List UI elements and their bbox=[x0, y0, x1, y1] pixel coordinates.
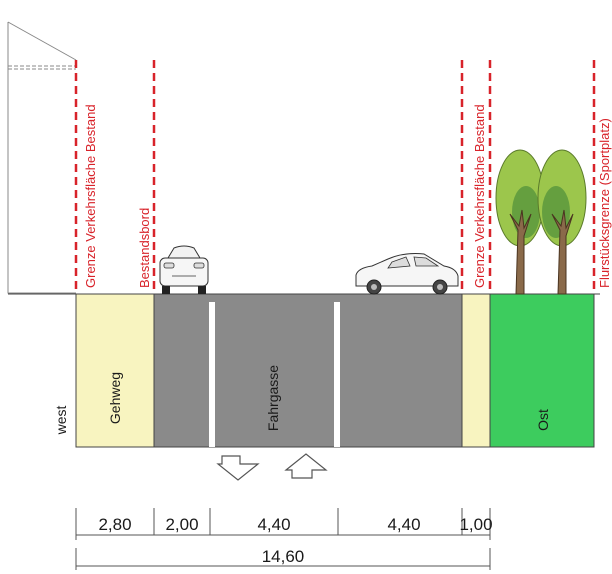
dimension-curb-lane: 2,00 bbox=[165, 515, 198, 534]
label-west: west bbox=[53, 406, 69, 436]
lane-marking-right bbox=[334, 302, 340, 447]
label-green-strip: Ost bbox=[535, 409, 551, 431]
label-boundary-right: Grenze Verkehrsfläche Bestand bbox=[472, 104, 487, 288]
dimension-lane-left: 4,40 bbox=[257, 515, 290, 534]
label-boundary-left: Grenze Verkehrsfläche Bestand bbox=[83, 104, 98, 288]
building-outline-icon bbox=[7, 21, 77, 294]
dimension-strip: 1,00 bbox=[459, 515, 492, 534]
curb-strip bbox=[461, 293, 491, 448]
label-sidewalk: Gehweg bbox=[107, 372, 123, 424]
tree-icon bbox=[495, 149, 545, 295]
lane-marking-left bbox=[209, 302, 215, 447]
car-side-icon bbox=[355, 253, 459, 295]
tree-icon bbox=[537, 149, 587, 295]
label-carriageway: Fahrgasse bbox=[265, 365, 281, 431]
arrow-down-icon bbox=[216, 455, 260, 481]
road-surface bbox=[153, 293, 463, 448]
label-curb: Bestandsbord bbox=[137, 208, 152, 288]
dimension-total: 14,60 bbox=[262, 547, 305, 566]
dimension-lane-right: 4,40 bbox=[387, 515, 420, 534]
arrow-up-icon bbox=[284, 453, 328, 479]
dimension-sidewalk: 2,80 bbox=[98, 515, 131, 534]
car-front-icon bbox=[159, 245, 209, 294]
label-parcel-boundary: Flurstücksgrenze (Sportplatz) bbox=[597, 118, 612, 288]
green-strip bbox=[489, 293, 595, 448]
